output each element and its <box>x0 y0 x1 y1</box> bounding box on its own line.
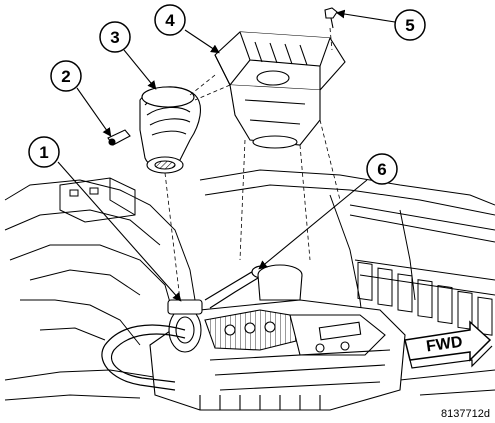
callout-number: 2 <box>61 67 70 86</box>
callout-number: 1 <box>39 143 48 162</box>
callout-number: 5 <box>405 16 414 35</box>
callout-6: 6 <box>366 153 398 185</box>
callout-3: 3 <box>99 21 131 53</box>
fastener-bolt <box>324 7 338 29</box>
engine-bay <box>4 169 495 401</box>
callout-4: 4 <box>154 4 186 36</box>
callout-5: 5 <box>394 9 426 41</box>
callout-number: 4 <box>165 11 175 30</box>
vent-hose <box>101 324 186 391</box>
callout-1: 1 <box>28 136 60 168</box>
air-cleaner-housing <box>214 31 346 149</box>
fwd-label: FWD <box>425 334 463 356</box>
radiator-grille <box>357 261 493 336</box>
callout-2: 2 <box>50 60 82 92</box>
engine-assembly <box>149 299 406 411</box>
figure-id: 8137712d <box>441 408 490 420</box>
filter-seat <box>257 264 303 301</box>
callout-leaders <box>57 9 396 302</box>
hose-clamp <box>107 129 131 146</box>
forward-direction-arrow: FWD <box>404 320 493 369</box>
air-inlet-duct <box>139 86 201 174</box>
callout-number: 6 <box>377 160 386 179</box>
explode-lines <box>164 27 341 301</box>
battery-tray <box>59 177 136 223</box>
callout-number: 3 <box>110 28 119 47</box>
